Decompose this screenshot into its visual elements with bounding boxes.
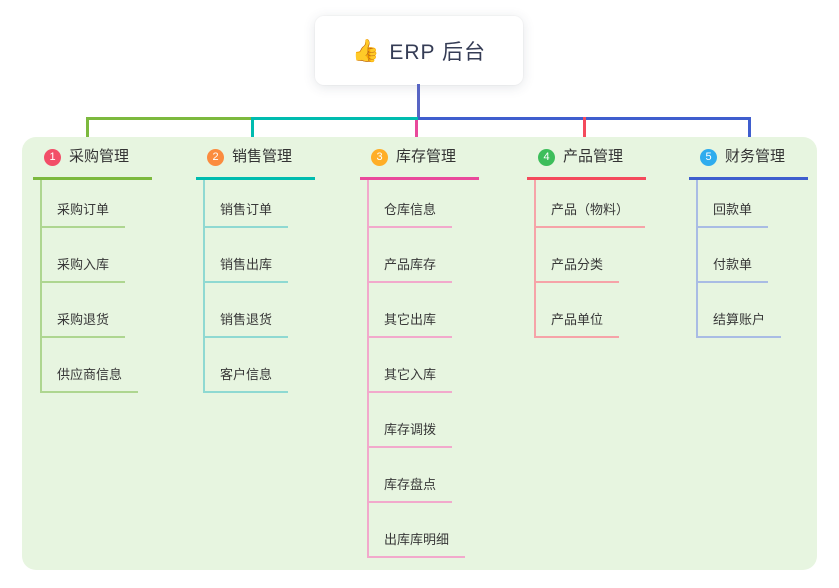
branch-items: 回款单付款单结算账户 bbox=[696, 180, 808, 338]
branch-items: 采购订单采购入库采购退货供应商信息 bbox=[40, 180, 152, 393]
branch-title: 产品管理 bbox=[563, 148, 624, 165]
branch-header-product[interactable]: 4 产品管理 bbox=[527, 146, 646, 180]
thumbs-up-icon: 👍 bbox=[351, 37, 380, 63]
branch-drop-line-1 bbox=[86, 117, 89, 145]
branch-title: 财务管理 bbox=[725, 148, 786, 165]
branch-finance: 5 财务管理 回款单付款单结算账户 bbox=[689, 146, 808, 338]
mindmap-item-node[interactable]: 仓库信息 bbox=[369, 180, 453, 228]
badge-2: 2 bbox=[207, 148, 224, 166]
branch-product: 4 产品管理 产品（物料）产品分类产品单位 bbox=[527, 146, 646, 338]
branch-drop-line-5 bbox=[748, 117, 751, 145]
badge-3: 3 bbox=[371, 148, 388, 166]
branch-sales: 2 销售管理 销售订单销售出库销售退货客户信息 bbox=[196, 146, 315, 393]
badge-1: 1 bbox=[44, 148, 61, 166]
mindmap-item-node[interactable]: 采购订单 bbox=[42, 180, 126, 228]
mindmap-item-node[interactable]: 产品分类 bbox=[536, 228, 620, 283]
branch-drop-line-3 bbox=[415, 120, 418, 149]
root-node[interactable]: 👍 ERP 后台 bbox=[315, 16, 523, 85]
branches-panel bbox=[22, 137, 817, 570]
branch-drop-line-2 bbox=[251, 117, 254, 145]
mindmap-item-node[interactable]: 产品单位 bbox=[536, 283, 620, 338]
mindmap-item-node[interactable]: 付款单 bbox=[698, 228, 769, 283]
mindmap-item-node[interactable]: 销售退货 bbox=[205, 283, 289, 338]
mindmap-item-node[interactable]: 销售订单 bbox=[205, 180, 289, 228]
mindmap-item-node[interactable]: 采购入库 bbox=[42, 228, 126, 283]
branch-items: 销售订单销售出库销售退货客户信息 bbox=[203, 180, 315, 393]
branch-header-inventory[interactable]: 3 库存管理 bbox=[360, 146, 479, 180]
branch-procurement: 1 采购管理 采购订单采购入库采购退货供应商信息 bbox=[33, 146, 152, 393]
badge-5: 5 bbox=[700, 148, 717, 166]
root-connector-line bbox=[417, 84, 420, 120]
badge-4: 4 bbox=[538, 148, 555, 166]
mindmap-item-node[interactable]: 采购退货 bbox=[42, 283, 126, 338]
branch-header-procurement[interactable]: 1 采购管理 bbox=[33, 146, 152, 180]
branch-title: 库存管理 bbox=[396, 148, 457, 165]
branch-items: 仓库信息产品库存其它出库其它入库库存调拨库存盘点出库库明细 bbox=[367, 180, 479, 558]
mindmap-item-node[interactable]: 其它出库 bbox=[369, 283, 453, 338]
mindmap-item-node[interactable]: 产品库存 bbox=[369, 228, 453, 283]
mindmap-item-node[interactable]: 其它入库 bbox=[369, 338, 453, 393]
bus-line-teal bbox=[251, 117, 418, 120]
branch-items: 产品（物料）产品分类产品单位 bbox=[534, 180, 646, 338]
branch-title: 采购管理 bbox=[69, 148, 130, 165]
mindmap-item-node[interactable]: 出库库明细 bbox=[369, 503, 466, 558]
root-title: ERP 后台 bbox=[389, 40, 487, 64]
mindmap-item-node[interactable]: 供应商信息 bbox=[42, 338, 139, 393]
branch-header-sales[interactable]: 2 销售管理 bbox=[196, 146, 315, 180]
mindmap-item-node[interactable]: 产品（物料） bbox=[536, 180, 646, 228]
mindmap-item-node[interactable]: 库存盘点 bbox=[369, 448, 453, 503]
mindmap-item-node[interactable]: 销售出库 bbox=[205, 228, 289, 283]
mindmap-item-node[interactable]: 结算账户 bbox=[698, 283, 782, 338]
branch-drop-line-4 bbox=[583, 117, 586, 145]
mindmap-item-node[interactable]: 客户信息 bbox=[205, 338, 289, 393]
mindmap-item-node[interactable]: 库存调拨 bbox=[369, 393, 453, 448]
mindmap-item-node[interactable]: 回款单 bbox=[698, 180, 769, 228]
branch-title: 销售管理 bbox=[232, 148, 293, 165]
bus-line-green bbox=[86, 117, 253, 120]
branch-inventory: 3 库存管理 仓库信息产品库存其它出库其它入库库存调拨库存盘点出库库明细 bbox=[360, 146, 479, 558]
branch-header-finance[interactable]: 5 财务管理 bbox=[689, 146, 808, 180]
